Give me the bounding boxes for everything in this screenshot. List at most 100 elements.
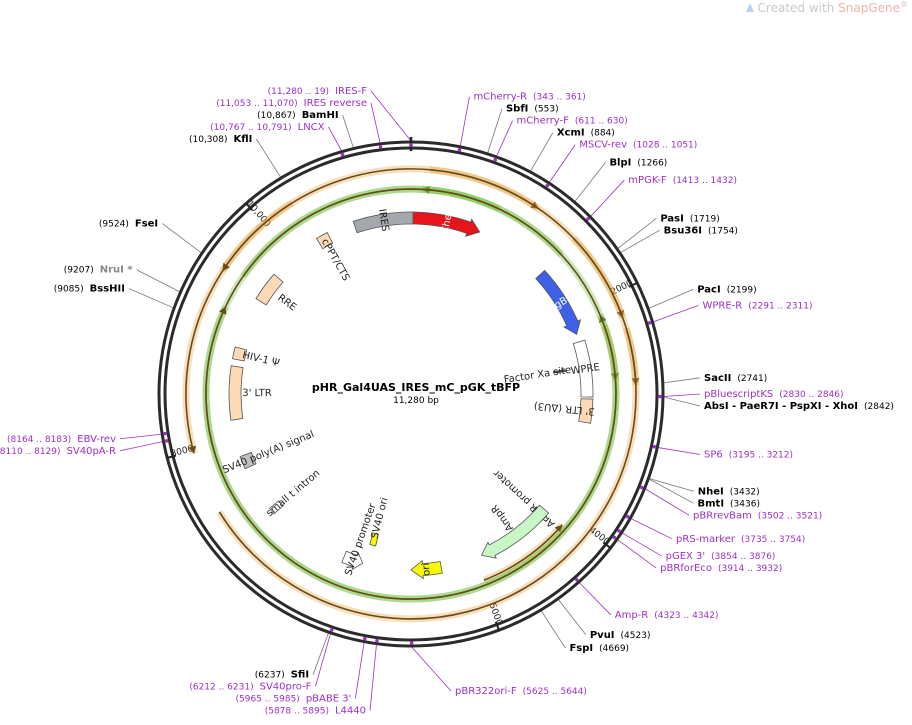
site-name: pBRforEco: [660, 563, 712, 574]
leader-line: [128, 288, 174, 309]
primer-label: (8110 .. 8129)SV40pA-R: [0, 446, 116, 457]
feature-shape: [239, 451, 257, 470]
site-name: IRES-F: [335, 86, 367, 97]
leader-line: [119, 441, 163, 452]
primer-label: pBRforEco (3914 .. 3932): [660, 563, 782, 574]
leader-line: [119, 433, 162, 440]
site-coord: (611 .. 630): [575, 117, 628, 127]
primer-site-mark: [639, 485, 644, 490]
leader-line: [354, 642, 365, 699]
feature-shape: [255, 273, 284, 306]
site-name: mCherry-F: [517, 116, 570, 127]
orf-arrowhead: [554, 524, 563, 533]
primer-site-mark: [164, 439, 169, 443]
site-name: BssHII: [90, 284, 125, 295]
site-coord: (9524): [99, 219, 129, 229]
orf-arrow: [483, 524, 563, 581]
leader-line: [161, 223, 202, 253]
site-name: PasI: [660, 213, 683, 224]
map-center-text: pHR_Gal4UAS_IRES_mC_pGK_tBFP 11,280 bp: [312, 381, 520, 406]
site-name: pBABE 3': [306, 694, 352, 705]
feature-shape: [369, 532, 379, 547]
enzyme-label: (6237)SfiI: [255, 670, 309, 681]
site-coord: (10,867): [257, 111, 296, 121]
site-name: AbsI - PaeR7I - PspXI - XhoI: [704, 401, 858, 412]
enzyme-label: XcmI(884): [557, 128, 615, 139]
orf-arrow: [222, 202, 293, 272]
site-name: XcmI: [557, 128, 585, 139]
site-coord: (553): [534, 105, 558, 115]
site-coord: (5625 .. 5644): [523, 687, 587, 697]
position-tick: [494, 621, 501, 632]
site-name: LNCX: [298, 122, 325, 133]
site-name: NheI: [698, 486, 724, 497]
enzyme-label: FspI(4669): [569, 643, 629, 654]
leader-line: [328, 126, 342, 151]
enzyme-label: PacI(2199): [697, 284, 756, 295]
site-coord: (5965 .. 5985): [236, 695, 300, 705]
primer-label: mCherry-F (611 .. 630): [517, 116, 628, 127]
site-coord: (3432): [730, 487, 760, 497]
leader-line: [658, 447, 701, 455]
leader-line: [558, 599, 587, 636]
snapgene-logo-icon: [745, 2, 755, 13]
site-coord: (10,308): [189, 135, 228, 145]
site-name: SV40pA-R: [67, 446, 116, 457]
feature-shape: [412, 211, 481, 237]
leader-line: [256, 138, 281, 178]
leader-line: [370, 90, 412, 142]
site-coord: (3502 .. 3521): [758, 511, 822, 521]
leader-line: [136, 269, 180, 293]
primer-site-mark: [375, 638, 379, 643]
leader-line: [369, 644, 377, 711]
leader-line: [370, 102, 381, 143]
primer-site-mark: [612, 535, 617, 540]
feature-label: RRE: [275, 293, 298, 314]
enzyme-label: (9524) FseI: [99, 218, 158, 229]
site-coord: (3436): [730, 499, 760, 509]
enzyme-label: SbfI (553): [506, 104, 559, 115]
enzyme-label: SacII(2741): [704, 373, 767, 384]
site-name: SbfI: [506, 104, 528, 115]
site-coord: (1028 .. 1051): [633, 141, 697, 151]
leader-line: [496, 120, 513, 157]
leader-line: [648, 288, 694, 309]
site-name: Amp-R: [615, 610, 649, 621]
feature-label: HIV-1 Ψ: [241, 350, 280, 369]
leader-line: [530, 132, 554, 172]
leader-line: [663, 393, 701, 397]
primer-site-mark: [340, 152, 345, 157]
orf-arrowhead: [188, 445, 197, 454]
enzyme-label: PasI(1719): [660, 213, 719, 224]
feature-label: IRES: [376, 208, 390, 232]
site-coord: (2741): [737, 374, 767, 384]
primer-label: (11,280 .. 19)IRES-F: [268, 86, 368, 97]
primer-site-mark: [409, 143, 413, 147]
site-name: FseI: [135, 218, 158, 229]
primer-site-mark: [617, 529, 621, 533]
leader-line: [663, 377, 701, 384]
leader-line: [549, 144, 576, 183]
site-coord: (6212 .. 6231): [189, 683, 253, 693]
position-tick: [166, 454, 177, 460]
site-name: pBRrevBam: [693, 510, 752, 521]
site-name: BmtI: [698, 498, 725, 509]
leader-line: [487, 108, 503, 154]
site-name: pRS-marker: [676, 534, 736, 545]
primer-label: mPGK-F(1413 .. 1432): [628, 175, 737, 186]
site-coord: (4669): [599, 644, 629, 654]
site-coord: (9207): [64, 266, 94, 276]
site-coord: (3914 .. 3932): [718, 564, 782, 574]
leader-line: [411, 646, 452, 692]
feature-shape: [535, 269, 582, 336]
site-coord: (1413 .. 1432): [673, 176, 737, 186]
site-coord: (10,767 .. 10,791): [210, 123, 291, 133]
primer-label: WPRE-R(2291 .. 2311): [703, 300, 813, 311]
leader-line: [579, 582, 612, 616]
leader-line: [649, 478, 694, 504]
position-tick: [244, 201, 253, 211]
leader-line: [617, 539, 657, 569]
leader-line: [342, 114, 354, 148]
primer-site-mark: [586, 217, 590, 221]
